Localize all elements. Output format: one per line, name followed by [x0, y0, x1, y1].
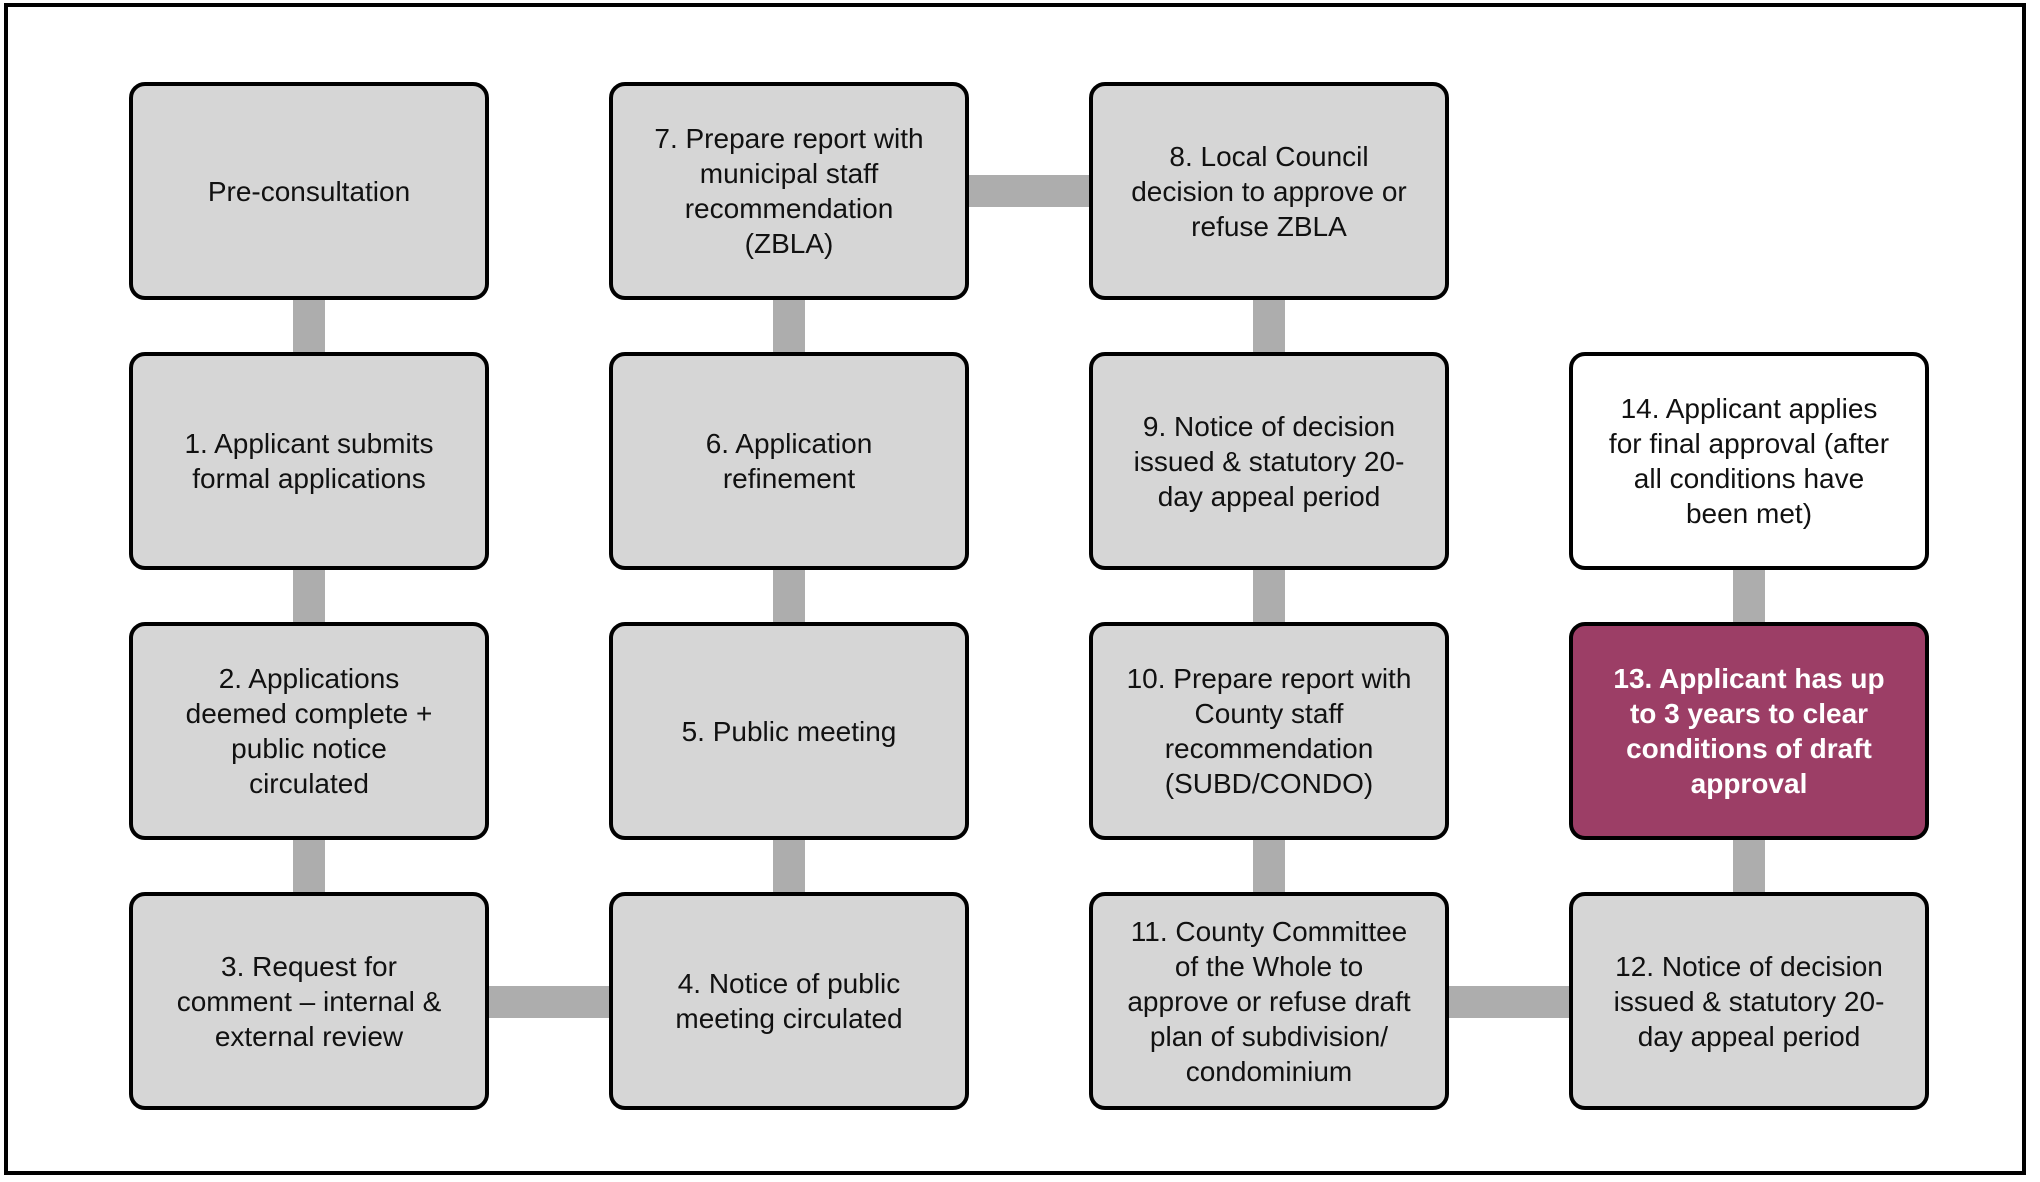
node-step-10: 10. Prepare report with County staff rec… — [1089, 622, 1449, 840]
node-label: 4. Notice of public meeting circulated — [675, 968, 903, 1034]
connector-12-to-13 — [1733, 833, 1765, 903]
node-step-2: 2. Applications deemed complete + public… — [129, 622, 489, 840]
node-label: 9. Notice of decision issued & statutory… — [1133, 410, 1405, 512]
connector-11-to-12 — [1440, 986, 1580, 1018]
connector-7-to-8 — [960, 175, 1100, 207]
node-step-4: 4. Notice of public meeting circulated — [609, 892, 969, 1110]
connector-4-to-5 — [773, 833, 805, 903]
node-step-1: 1. Applicant submits formal applications — [129, 352, 489, 570]
node-label: 11. County Committee of the Whole to app… — [1127, 915, 1411, 1087]
node-label: 12. Notice of decision issued & statutor… — [1613, 950, 1885, 1052]
node-label: 10. Prepare report with County staff rec… — [1126, 663, 1412, 799]
node-label: 6. Application refinement — [705, 428, 873, 494]
connector-10-to-11 — [1253, 833, 1285, 903]
node-step-8: 8. Local Council decision to approve or … — [1089, 82, 1449, 300]
connector-5-to-6 — [773, 563, 805, 633]
node-step-3: 3. Request for comment – internal & exte… — [129, 892, 489, 1110]
node-step-12: 12. Notice of decision issued & statutor… — [1569, 892, 1929, 1110]
node-label: 5. Public meeting — [681, 715, 897, 747]
connector-2-to-3 — [293, 833, 325, 903]
node-label: Pre-consultation — [207, 175, 411, 207]
node-step-6: 6. Application refinement — [609, 352, 969, 570]
node-label: 1. Applicant submits formal applications — [184, 428, 434, 494]
connector-pre-to-1 — [293, 293, 325, 363]
node-step-14: 14. Applicant applies for final approval… — [1569, 352, 1929, 570]
node-step-5: 5. Public meeting — [609, 622, 969, 840]
node-label: 3. Request for comment – internal & exte… — [176, 950, 442, 1052]
connector-8-to-9 — [1253, 293, 1285, 363]
connector-13-to-14 — [1733, 563, 1765, 633]
node-step-11: 11. County Committee of the Whole to app… — [1089, 892, 1449, 1110]
node-label: 2. Applications deemed complete + public… — [185, 663, 433, 799]
node-step-13-highlight: 13. Applicant has up to 3 years to clear… — [1569, 622, 1929, 840]
connector-6-to-7 — [773, 293, 805, 363]
node-label: 7. Prepare report with municipal staff r… — [654, 123, 924, 259]
connector-3-to-4 — [480, 986, 620, 1018]
connector-1-to-2 — [293, 563, 325, 633]
node-label: 8. Local Council decision to approve or … — [1131, 140, 1407, 242]
node-pre-consultation: Pre-consultation — [129, 82, 489, 300]
node-label: 13. Applicant has up to 3 years to clear… — [1613, 663, 1885, 799]
node-label: 14. Applicant applies for final approval… — [1608, 393, 1890, 529]
node-step-9: 9. Notice of decision issued & statutory… — [1089, 352, 1449, 570]
connector-9-to-10 — [1253, 563, 1285, 633]
diagram-frame: Pre-consultation 1. Applicant submits fo… — [4, 3, 2026, 1175]
node-step-7: 7. Prepare report with municipal staff r… — [609, 82, 969, 300]
